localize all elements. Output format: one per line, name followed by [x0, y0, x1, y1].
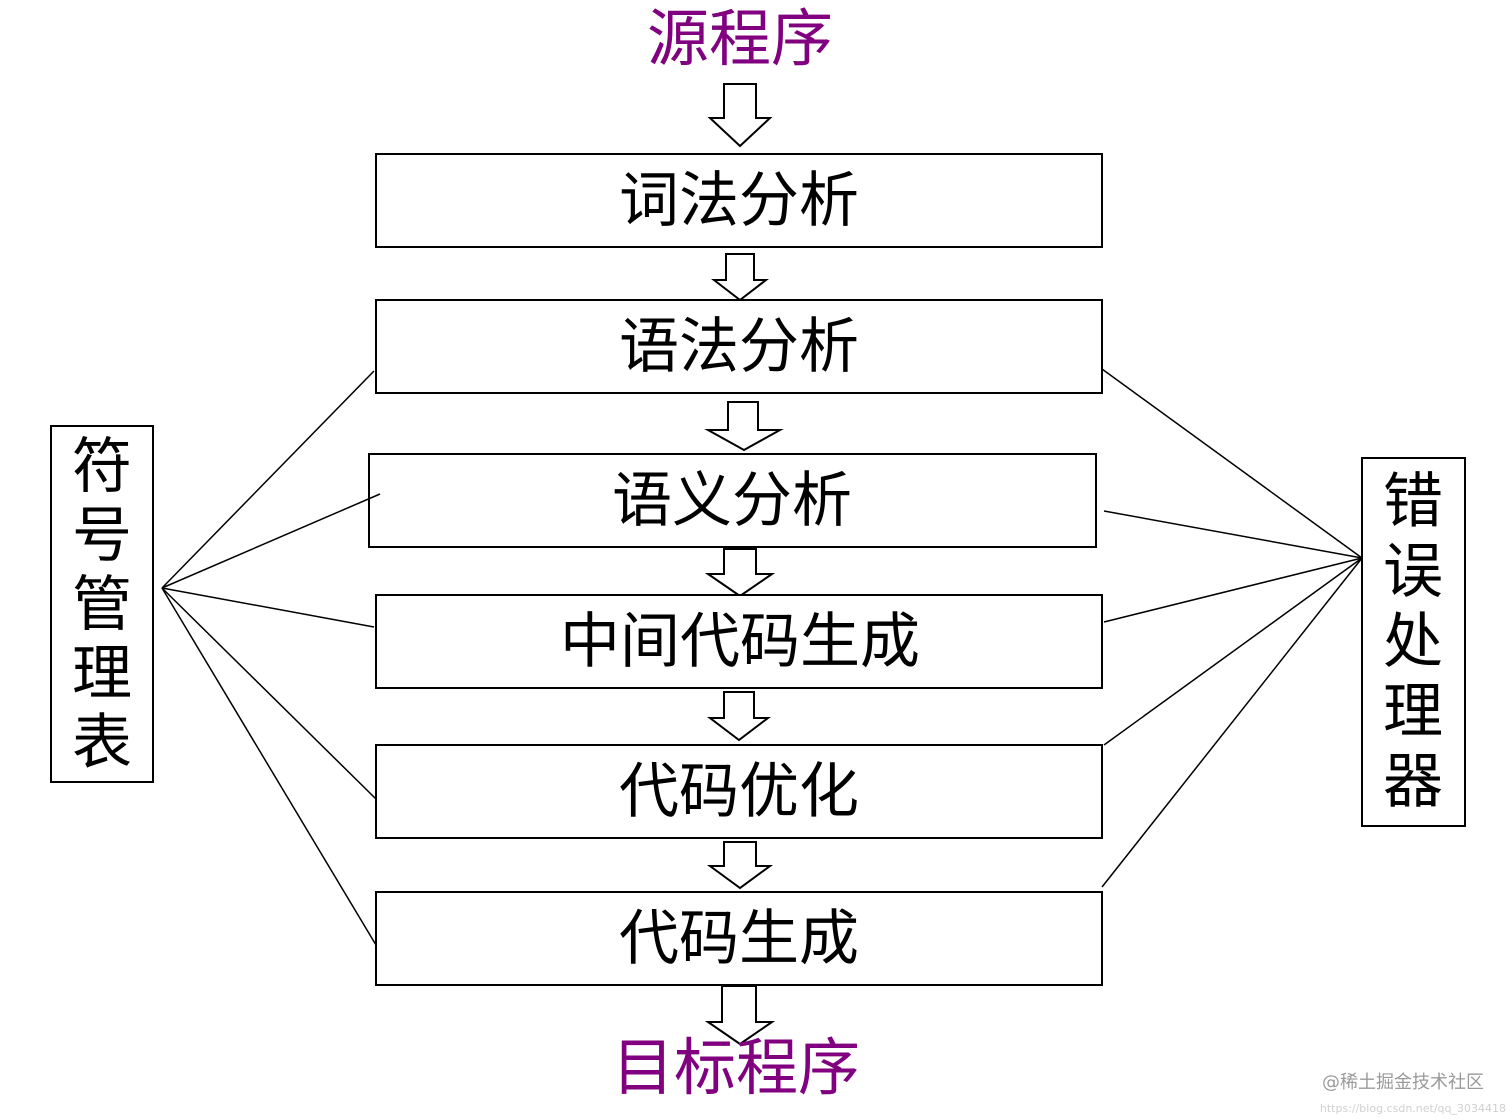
symbol-connector-semantic — [161, 493, 381, 589]
symbol-connector-intermediate — [161, 587, 375, 628]
stage-box-syntax — [375, 299, 1103, 394]
symbol-table-char-4: 理 — [72, 639, 132, 709]
flow-arrow-source — [707, 83, 773, 148]
symbol-connector-codegen — [161, 587, 377, 946]
error-handler-char-2: 误 — [1383, 537, 1443, 607]
flow-arrow-4 — [707, 691, 771, 742]
error-handler-char-1: 错 — [1383, 467, 1443, 537]
watermark-url: https://blog.csdn.net/qq_3034418 — [1320, 1102, 1506, 1115]
error-connector-semantic — [1103, 510, 1363, 559]
error-handler-char-3: 处 — [1383, 607, 1443, 677]
target-program-label: 目标程序 — [612, 1031, 860, 1104]
symbol-table-connectors — [161, 370, 381, 946]
flow-arrow-5 — [706, 841, 774, 890]
symbol-table-char-5: 表 — [72, 708, 132, 778]
error-connector-intermediate — [1103, 557, 1363, 623]
stage-label-codegen: 代码生成 — [619, 904, 859, 974]
symbol-connector-syntax — [161, 370, 375, 589]
error-handler-char-5: 器 — [1383, 747, 1443, 817]
symbol-connector-optimization — [161, 587, 377, 800]
error-connector-optimization — [1103, 557, 1363, 746]
stage-box-lexical — [375, 153, 1103, 248]
stage-label-syntax: 语法分析 — [619, 312, 859, 382]
stage-box-optimization — [375, 744, 1103, 839]
stage-label-intermediate: 中间代码生成 — [560, 607, 920, 677]
stage-label-semantic: 语义分析 — [612, 466, 852, 536]
error-handler-connectors — [1101, 368, 1363, 888]
flow-arrow-target — [704, 985, 776, 1046]
stage-label-optimization: 代码优化 — [619, 757, 859, 827]
watermark-brand: @稀土掘金技术社区 — [1322, 1072, 1484, 1093]
symbol-table-label: 符 号 管 理 表 — [72, 432, 132, 778]
symbol-table-box — [50, 425, 154, 783]
stage-box-codegen — [375, 891, 1103, 986]
error-handler-box — [1361, 457, 1466, 827]
symbol-table-char-3: 管 — [72, 570, 132, 640]
error-connector-syntax — [1101, 368, 1363, 559]
stage-label-lexical: 词法分析 — [619, 166, 859, 236]
error-handler-char-4: 理 — [1383, 677, 1443, 747]
error-connector-codegen — [1101, 557, 1363, 888]
symbol-table-char-1: 符 — [72, 432, 132, 502]
error-handler-label: 错 误 处 理 器 — [1383, 467, 1443, 817]
source-program-label: 源程序 — [647, 2, 833, 75]
flow-arrows — [704, 83, 784, 1046]
flow-arrow-1 — [711, 253, 769, 302]
flow-arrow-2 — [704, 401, 784, 452]
stage-box-intermediate — [375, 594, 1103, 689]
symbol-table-char-2: 号 — [72, 501, 132, 571]
flow-arrow-3 — [704, 548, 776, 598]
stage-box-semantic — [368, 453, 1097, 548]
